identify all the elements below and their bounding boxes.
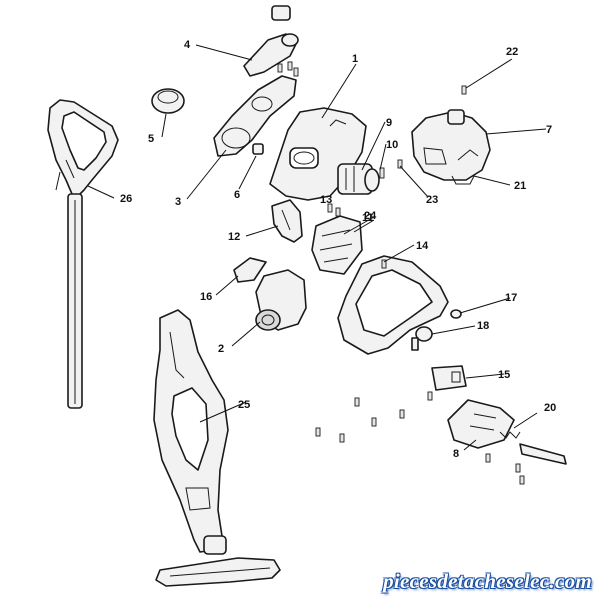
part-5-cap [151,88,185,114]
loose-screws [315,391,525,485]
part-25-main-body [153,309,281,587]
part-2-boiler [255,269,307,331]
part-3-handle-frame [213,75,297,157]
callout-1: 1 [352,53,358,65]
part-15-switch-module [431,365,467,391]
part-22-screw [461,85,467,95]
callout-23: 23 [426,194,438,206]
callout-numbers: 1 2 3 4 5 6 7 8 9 10 11 12 13 14 15 16 1… [120,39,556,460]
callout-5: 5 [148,133,154,145]
callout-12: 12 [228,231,240,243]
callout-15: 15 [498,369,510,381]
part-8-switch-cover [447,399,515,449]
callout-2: 2 [218,343,224,355]
callout-18: 18 [477,320,489,332]
callout-20: 20 [544,402,556,414]
part-18-valve [411,326,433,351]
callout-4: 4 [184,39,191,51]
callout-26: 26 [120,193,132,205]
callout-3: 3 [175,196,181,208]
part-21-tank-foot [451,175,475,185]
callout-21: 21 [514,180,526,192]
part-17-fitting [450,309,462,319]
callout-9: 9 [386,117,392,129]
callout-24: 24 [364,210,377,222]
callout-17: 17 [505,292,517,304]
part-13-screws [327,203,341,217]
callout-8: 8 [453,448,459,460]
callout-6: 6 [234,189,240,201]
callout-14: 14 [416,240,429,252]
callout-25: 25 [238,399,250,411]
callout-11: 11 [362,212,374,224]
callout-22: 22 [506,46,518,58]
part-23-screw [397,159,403,169]
site-watermark: piecesdetacheselec.com [383,569,592,593]
callout-16: 16 [200,291,212,303]
leader-lines [87,44,547,451]
callout-10: 10 [386,139,398,151]
callout-7: 7 [546,124,552,136]
part-20-spring [499,431,567,465]
callout-13: 13 [320,194,332,206]
part-12-bracket [271,199,303,243]
part-6-button [252,143,264,155]
part-9-pump [337,163,380,195]
part-14-lower-housing [337,255,449,355]
part-16-pcb [233,257,267,283]
part-7-water-tank [411,109,491,181]
part-26-handle [47,99,119,409]
part-10-connector [379,167,385,179]
part-4-top-handle [243,5,299,77]
part-11-control-board [311,215,363,275]
